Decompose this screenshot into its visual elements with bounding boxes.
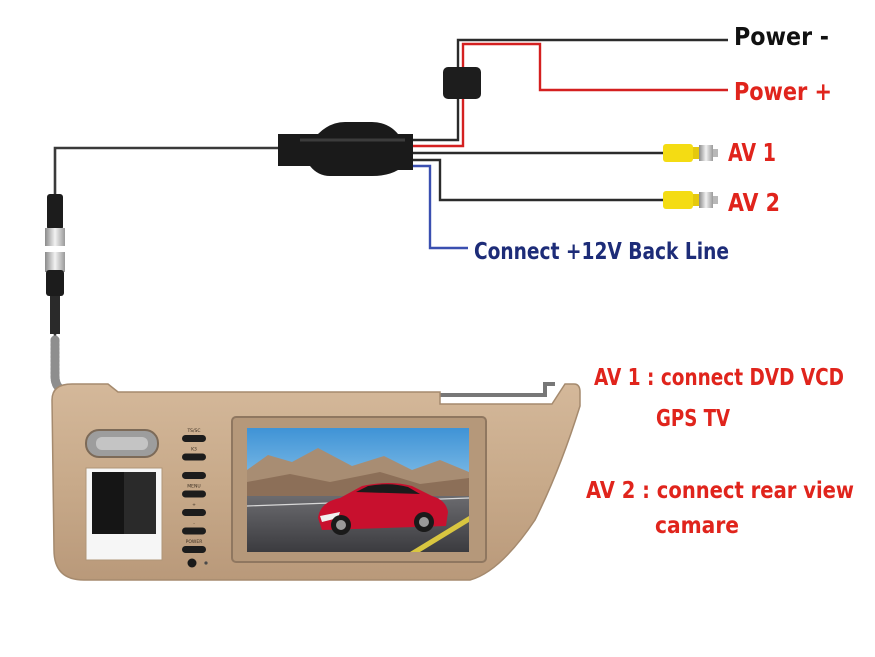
visor-button[interactable] (182, 527, 206, 535)
label-power-minus: Power - (734, 22, 829, 51)
note-av1-line1: AV 1 : connect DVD VCD (594, 365, 844, 391)
visor-button[interactable] (182, 435, 206, 442)
inline-connector (45, 194, 65, 334)
label-power-plus: Power + (734, 77, 832, 106)
visor-button[interactable] (182, 453, 206, 461)
visor-button[interactable] (182, 509, 206, 516)
visor-button-label: POWER (186, 539, 203, 545)
sun-visor (51, 383, 581, 581)
wire-power-plus (413, 42, 728, 148)
label-av1: AV 1 (728, 138, 776, 167)
label-av2: AV 2 (728, 188, 780, 217)
car-image (318, 483, 448, 535)
cable-splitter (278, 122, 413, 176)
wire-back-line (413, 164, 468, 250)
visor-button-label: - (193, 522, 195, 527)
visor-button-label: TS/SC (186, 428, 200, 434)
fuse-holder (443, 67, 481, 99)
visor-rod (50, 335, 555, 397)
rca-connector-av2 (663, 191, 718, 209)
wire-av2 (413, 158, 665, 202)
main-cable (53, 146, 278, 340)
visor-button[interactable] (182, 546, 206, 553)
visor-button-label: + (192, 502, 196, 508)
note-av2-line1: AV 2 : connect rear view (586, 478, 854, 504)
visor-button[interactable] (182, 472, 206, 479)
note-av1-line2: GPS TV (656, 406, 730, 432)
note-av2-line2: camare (655, 513, 739, 539)
visor-button-label: MENU (187, 484, 200, 490)
rca-connector-av1 (663, 144, 718, 162)
visor-button[interactable] (182, 490, 206, 498)
visor-button-label: K3 (191, 447, 197, 453)
screen (246, 428, 470, 552)
label-back-line: Connect +12V Back Line (474, 239, 729, 265)
